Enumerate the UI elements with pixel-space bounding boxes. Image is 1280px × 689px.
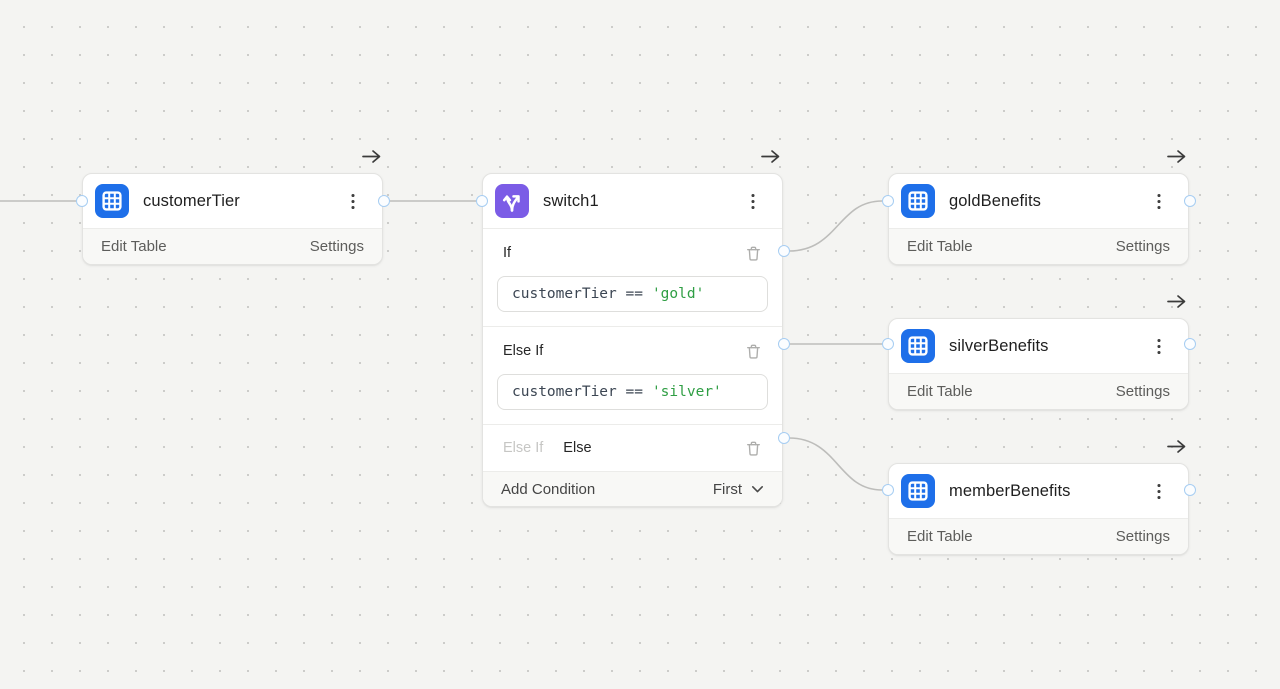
arrow-right-icon[interactable] <box>360 147 382 165</box>
port-silverBenefits-output[interactable] <box>1184 338 1196 350</box>
edit-table-button[interactable]: Edit Table <box>907 383 973 400</box>
kebab-menu-icon[interactable] <box>744 192 762 210</box>
node-footer: Edit Table Settings <box>83 228 382 264</box>
trash-icon[interactable] <box>744 439 762 457</box>
port-customerTier-input[interactable] <box>76 195 88 207</box>
kebab-menu-icon[interactable] <box>1150 337 1168 355</box>
condition-label: Else <box>563 440 592 456</box>
port-goldBenefits-input[interactable] <box>882 195 894 207</box>
node-memberBenefits-header[interactable]: memberBenefits <box>889 464 1188 518</box>
node-title: silverBenefits <box>949 336 1049 355</box>
table-grid-icon <box>901 474 935 508</box>
port-switch1-if-output[interactable] <box>778 245 790 257</box>
node-memberBenefits: memberBenefits Edit Table Settings <box>888 463 1189 555</box>
table-grid-icon <box>901 184 935 218</box>
settings-button[interactable]: Settings <box>1115 528 1170 545</box>
port-customerTier-output[interactable] <box>378 195 390 207</box>
kebab-menu-icon[interactable] <box>1150 482 1168 500</box>
condition-label-muted: Else If <box>503 440 544 456</box>
node-title: customerTier <box>143 191 240 210</box>
trash-icon[interactable] <box>744 244 762 262</box>
port-memberBenefits-output[interactable] <box>1184 484 1196 496</box>
condition-label: Else If <box>503 343 544 359</box>
node-customerTier-header[interactable]: customerTier <box>83 174 382 228</box>
node-silverBenefits-header[interactable]: silverBenefits <box>889 319 1188 373</box>
settings-button[interactable]: Settings <box>1115 238 1170 255</box>
condition-if-section: If customerTier == 'gold' <box>483 228 782 326</box>
kebab-menu-icon[interactable] <box>344 192 362 210</box>
arrow-right-icon[interactable] <box>1165 292 1187 310</box>
node-title: memberBenefits <box>949 481 1071 500</box>
code-text: customerTier == <box>512 384 643 400</box>
condition-label: If <box>503 245 512 261</box>
edit-table-button[interactable]: Edit Table <box>907 238 973 255</box>
arrow-right-icon[interactable] <box>1165 437 1187 455</box>
condition-else-section: Else If Else <box>483 424 782 471</box>
condition-elseif-section: Else If customerTier == 'silver' <box>483 326 782 424</box>
arrow-right-icon[interactable] <box>1165 147 1187 165</box>
trash-icon[interactable] <box>744 342 762 360</box>
branch-split-icon <box>495 184 529 218</box>
match-order-value: First <box>712 480 742 498</box>
node-footer: Edit Table Settings <box>889 228 1188 264</box>
node-title: switch1 <box>543 191 599 210</box>
node-switch1: switch1 If customerTier == 'gold' Else If <box>482 173 783 507</box>
table-grid-icon <box>901 329 935 363</box>
wire-else-memberBenefits <box>788 437 883 491</box>
code-string-literal: 'silver' <box>651 384 722 400</box>
port-memberBenefits-input[interactable] <box>882 484 894 496</box>
switch-footer: Add Condition First <box>483 471 782 506</box>
node-footer: Edit Table Settings <box>889 373 1188 409</box>
node-switch1-header[interactable]: switch1 <box>483 174 782 228</box>
port-switch1-input[interactable] <box>476 195 488 207</box>
code-string-literal: 'gold' <box>651 286 705 302</box>
settings-button[interactable]: Settings <box>1115 383 1170 400</box>
port-switch1-else-output[interactable] <box>778 432 790 444</box>
node-goldBenefits-header[interactable]: goldBenefits <box>889 174 1188 228</box>
node-goldBenefits: goldBenefits Edit Table Settings <box>888 173 1189 265</box>
port-goldBenefits-output[interactable] <box>1184 195 1196 207</box>
node-title: goldBenefits <box>949 191 1042 210</box>
edit-table-button[interactable]: Edit Table <box>101 238 167 255</box>
arrow-right-icon[interactable] <box>759 147 781 165</box>
chevron-down-icon <box>752 485 763 492</box>
condition-expression-input[interactable]: customerTier == 'silver' <box>497 374 768 410</box>
wire-if-goldBenefits <box>788 200 883 252</box>
node-silverBenefits: silverBenefits Edit Table Settings <box>888 318 1189 410</box>
table-grid-icon <box>95 184 129 218</box>
match-order-dropdown[interactable]: First <box>713 481 764 498</box>
condition-expression-input[interactable]: customerTier == 'gold' <box>497 276 768 312</box>
settings-button[interactable]: Settings <box>309 238 364 255</box>
node-footer: Edit Table Settings <box>889 518 1188 554</box>
edit-table-button[interactable]: Edit Table <box>907 528 973 545</box>
add-condition-button[interactable]: Add Condition <box>501 480 596 498</box>
port-switch1-elseif-output[interactable] <box>778 338 790 350</box>
code-text: customerTier == <box>512 286 643 302</box>
kebab-menu-icon[interactable] <box>1150 192 1168 210</box>
port-silverBenefits-input[interactable] <box>882 338 894 350</box>
node-customerTier: customerTier Edit Table Settings <box>82 173 383 265</box>
